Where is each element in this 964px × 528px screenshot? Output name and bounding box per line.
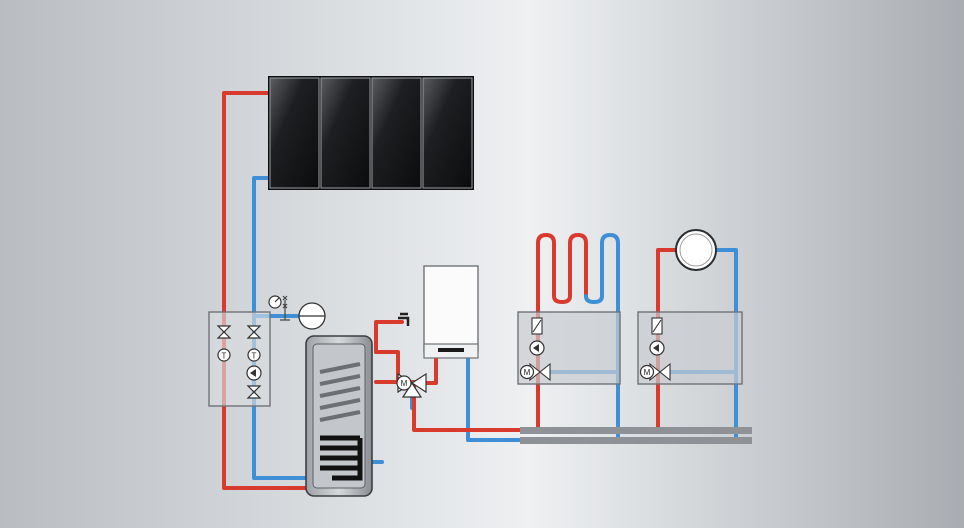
mixer-motor-icon (519, 364, 535, 380)
valve-icon (246, 385, 262, 399)
floor-heating-coil (536, 233, 588, 322)
tank-hot-outlet-pipe (374, 320, 404, 354)
collector-panel (371, 77, 422, 189)
floor-heating-station: M (517, 311, 621, 385)
radiator-station: M (637, 311, 743, 385)
hot-water-tap (398, 312, 410, 326)
svg-text:T: T (252, 352, 257, 361)
mixer-label: M (401, 379, 408, 388)
floor-heating-coil-return (584, 233, 620, 322)
valve-icon (216, 325, 232, 339)
lower-heat-exchanger-coil (320, 435, 363, 481)
radiator (675, 229, 717, 271)
collector-panel (422, 77, 473, 189)
valve-icon (246, 325, 262, 339)
storage-tank (305, 335, 373, 497)
thermometer-icon (247, 348, 261, 362)
thermometer-icon (217, 348, 231, 362)
mixing-valve: M (396, 372, 427, 398)
mixer-label: M (644, 368, 651, 377)
tank-to-mixer-pipe (374, 350, 400, 385)
distribution-manifold (520, 427, 752, 444)
solar-pump-station: T T (208, 311, 271, 407)
boiler-return-pipe (466, 356, 522, 442)
mixer-to-boiler-pipe (424, 356, 438, 385)
tank-to-distribution-pipe (374, 380, 522, 432)
collector-panel (320, 77, 371, 189)
upper-heat-exchanger-coil (319, 362, 361, 422)
mixer-motor-icon (639, 364, 655, 380)
mixer-motor-icon (396, 375, 412, 391)
expansion-group (268, 295, 326, 330)
mixer-label: M (524, 368, 531, 377)
safety-valve-icon (280, 295, 290, 321)
svg-text:T: T (222, 352, 227, 361)
boiler (423, 265, 479, 359)
tap-icon (398, 312, 410, 326)
collector-panel (269, 77, 320, 189)
solar-collector (268, 76, 474, 190)
